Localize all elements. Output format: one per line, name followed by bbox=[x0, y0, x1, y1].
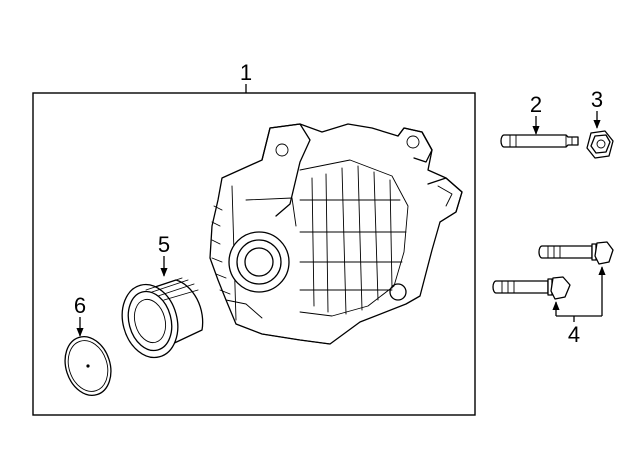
nut-part bbox=[586, 130, 614, 159]
callout-6: 6 bbox=[74, 293, 86, 318]
bolt-upper-part bbox=[538, 241, 614, 265]
callout-4: 4 bbox=[568, 322, 580, 347]
assembly-frame bbox=[32, 92, 476, 416]
pulley-part bbox=[121, 277, 204, 359]
callout-1: 1 bbox=[240, 60, 252, 85]
dust-cap-part bbox=[64, 336, 112, 396]
callout-3: 3 bbox=[591, 87, 603, 112]
callout-4-leader bbox=[552, 266, 606, 322]
callout-5: 5 bbox=[158, 232, 170, 257]
callout-2: 2 bbox=[530, 92, 542, 117]
alternator-part bbox=[209, 123, 463, 345]
bolt-lower-part bbox=[492, 276, 571, 300]
stud-part bbox=[500, 134, 579, 148]
